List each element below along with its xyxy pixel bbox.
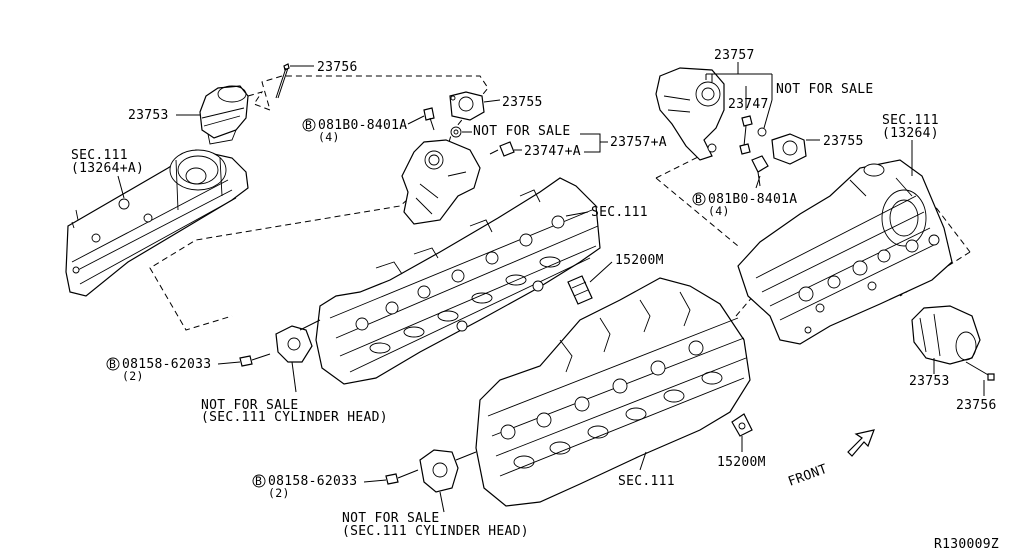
left-bolt-23747a: [489, 141, 515, 157]
b-marker: B: [695, 192, 702, 206]
label-ref: R130009Z: [934, 537, 999, 552]
lower-cam-sensor-b: [419, 449, 477, 493]
label-nfs-a: NOT FOR SALE: [201, 398, 299, 413]
label-23753-left: 23753: [128, 108, 169, 123]
label-13264: (13264): [882, 126, 939, 141]
left-bolt-23756: [275, 63, 290, 99]
label-bolt-b-qty: (2): [268, 486, 290, 500]
label-front: FRONT: [786, 462, 829, 490]
label-15200m-top: 15200M: [615, 253, 664, 268]
right-actuator-23753: [911, 305, 981, 365]
label-nfs-mid: NOT FOR SALE: [473, 124, 571, 139]
right-valve-cover: [737, 159, 953, 345]
right-housing-23757: [655, 67, 725, 161]
right-small-seal: [757, 127, 767, 137]
left-seal: [450, 126, 462, 138]
right-sensor-23755: [771, 133, 807, 165]
label-13264a: (13264+A): [71, 161, 144, 176]
left-cam-sensor-a: [275, 319, 321, 363]
label-23755-left: 23755: [502, 95, 543, 110]
label-sec111-mid: SEC.111: [591, 205, 648, 220]
b-marker: B: [255, 474, 262, 488]
lower-bolt-b: [385, 469, 419, 485]
label-bolt-left-qty: (4): [318, 130, 340, 144]
right-plug: [751, 155, 769, 173]
label-sec-head-b: (SEC.111 CYLINDER HEAD): [342, 524, 529, 539]
left-cap-bolt: [423, 107, 435, 131]
label-sec111-right: SEC.111: [882, 113, 939, 128]
label-23757a: 23757+A: [610, 135, 667, 150]
label-nfs-right: NOT FOR SALE: [776, 82, 874, 97]
label-23756-right: 23756: [956, 398, 997, 413]
label-sec111-left: SEC.111: [71, 148, 128, 163]
label-15200m-bottom: 15200M: [717, 455, 766, 470]
left-cylinder-head: [315, 177, 601, 385]
label-bolt-a-qty: (2): [122, 369, 144, 383]
plug-15200m-bottom: [731, 413, 753, 437]
right-bolt-23756: [965, 361, 995, 381]
b-marker: B: [109, 357, 116, 371]
left-sensor-23755: [449, 91, 485, 121]
front-arrow-icon: [847, 429, 875, 457]
label-23753-right: 23753: [909, 374, 950, 389]
right-bolt-23747: [739, 115, 753, 155]
left-actuator-23753: [199, 85, 249, 145]
plug-15200m-top: [567, 275, 593, 305]
label-nfs-b: NOT FOR SALE: [342, 511, 440, 526]
label-23755-right: 23755: [823, 134, 864, 149]
label-bolt-b-code: 08158-62033: [268, 474, 357, 489]
b-marker: B: [305, 118, 312, 132]
label-23757: 23757: [714, 48, 755, 63]
left-valve-cover: [65, 149, 249, 297]
label-bolt-right-qty: (4): [708, 204, 730, 218]
label-sec111-bottom: SEC.111: [618, 474, 675, 489]
label-23747a: 23747+A: [524, 144, 581, 159]
label-bolt-right-code: 081B0-8401A: [708, 192, 797, 207]
left-housing-23757a: [401, 139, 481, 225]
lower-cylinder-head: [475, 277, 751, 507]
label-bolt-left-code: 081B0-8401A: [318, 118, 407, 133]
label-23747: 23747: [728, 97, 769, 112]
label-23756-left: 23756: [317, 60, 358, 75]
left-bolt-a: [239, 353, 271, 367]
label-sec-head-a: (SEC.111 CYLINDER HEAD): [201, 410, 388, 425]
label-bolt-a-code: 08158-62033: [122, 357, 211, 372]
